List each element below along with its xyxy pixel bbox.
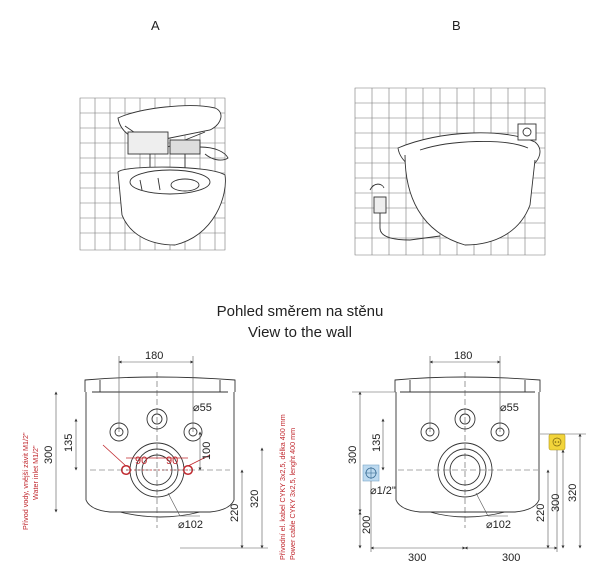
seat-top-left xyxy=(84,376,236,393)
dim-300-left: 300 xyxy=(43,446,55,464)
diagram-title-czech: Pohled směrem na stěnu xyxy=(216,303,384,320)
dim-300a-bottom-right: 300 xyxy=(408,552,426,564)
dim-100-left: 100 xyxy=(201,442,213,460)
dim-220-left: 220 xyxy=(229,504,241,522)
dim-102-right: ⌀102 xyxy=(486,519,511,531)
dimension-lines-right xyxy=(352,356,586,552)
dim-thread-right: ⌀1/2" xyxy=(370,485,396,497)
view-label-a: A xyxy=(151,18,160,33)
water-inlet-marker-right xyxy=(362,464,380,482)
front-view-right xyxy=(352,356,586,552)
mechanism-box-a xyxy=(127,131,229,172)
dim-220-right: 220 xyxy=(535,504,547,522)
dim-200-right: 200 xyxy=(361,516,373,534)
dim-320-right: 320 xyxy=(567,484,579,502)
note-water-cz: Přívod vody, vnější závit M1/2" xyxy=(21,432,30,530)
dim-300b-right: 300 xyxy=(550,494,562,512)
seat-top-right xyxy=(394,376,541,393)
fixing-holes-left xyxy=(109,408,203,442)
bowl-outline-left xyxy=(85,392,235,518)
power-socket-marker-right xyxy=(548,433,566,451)
dim-102-left: ⌀102 xyxy=(178,519,203,531)
note-power-cz: Přívodní el. kabel CYKY 3x2,5, délka 400… xyxy=(278,414,287,560)
iso-view-b xyxy=(354,87,546,256)
bowl-outline-right xyxy=(395,392,540,518)
dim-90b-left: 90 xyxy=(166,455,178,467)
toilet-bowl-a xyxy=(117,166,226,246)
diagram-title-english: View to the wall xyxy=(248,324,352,341)
dim-width-top-right: 180 xyxy=(454,350,472,362)
dim-135-left: 135 xyxy=(63,434,75,452)
toilet-b xyxy=(397,132,541,246)
front-view-left xyxy=(54,356,268,549)
dim-hole-dia-right: ⌀55 xyxy=(500,402,519,414)
dim-width-top-left: 180 xyxy=(145,350,163,362)
view-label-b: B xyxy=(452,18,461,33)
wall-socket-b xyxy=(517,123,537,141)
dim-hole-dia-left: ⌀55 xyxy=(193,402,212,414)
dim-135-right: 135 xyxy=(371,434,383,452)
dim-320-left: 320 xyxy=(249,490,261,508)
dimension-lines-left xyxy=(54,356,268,549)
iso-view-a xyxy=(79,97,229,251)
dim-90a-left: 90 xyxy=(135,455,147,467)
water-valve-b xyxy=(369,183,441,241)
dim-300-right: 300 xyxy=(347,446,359,464)
note-water-en: Water inlet M1/2" xyxy=(31,445,40,500)
dim-300b-bottom-right: 300 xyxy=(502,552,520,564)
note-power-en: Power cable CYKY 3x2,5, lenght 400 mm xyxy=(288,428,297,560)
